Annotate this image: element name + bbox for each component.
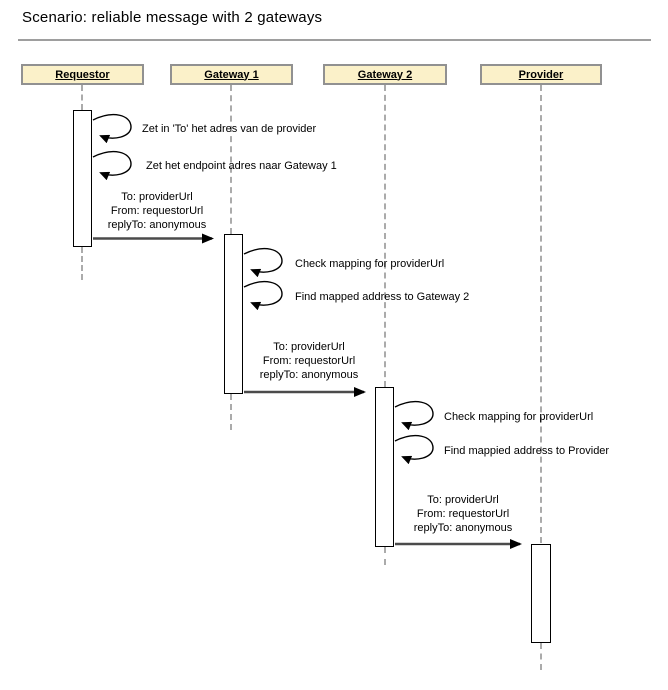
- message-2-line-to: To: providerUrl: [273, 341, 345, 353]
- self-message-label-1: Zet in 'To' het adres van de provider: [142, 123, 317, 135]
- message-1-line-replyto: replyTo: anonymous: [107, 219, 207, 231]
- self-message-label-4: Find mapped address to Gateway 2: [295, 291, 470, 303]
- actor-label-gateway-2: Gateway 2: [357, 68, 413, 81]
- lifeline-requestor-bottom: [81, 247, 83, 280]
- self-loop-gateway-2-2: [394, 434, 434, 465]
- message-label-2: To: providerUrl From: requestorUrl reply…: [243, 340, 375, 382]
- self-message-label-5: Check mapping for providerUrl: [444, 411, 594, 423]
- actor-label-gateway-1: Gateway 1: [204, 68, 259, 81]
- activation-requestor: [73, 110, 92, 247]
- lifeline-provider-bottom: [540, 643, 542, 670]
- self-loop-gateway-1-1: [243, 247, 283, 278]
- message-1-line-from: From: requestorUrl: [110, 205, 204, 217]
- message-3-line-from: From: requestorUrl: [416, 508, 510, 520]
- message-1-line-to: To: providerUrl: [121, 191, 193, 203]
- lifeline-requestor-top: [81, 85, 83, 110]
- self-message-label-6: Find mappied address to Provider: [444, 445, 610, 457]
- actor-box-provider: Provider: [480, 64, 602, 85]
- actor-label-provider: Provider: [518, 68, 564, 81]
- title-divider: [18, 39, 651, 41]
- lifeline-gateway-2-top: [384, 85, 386, 387]
- actor-box-gateway-1: Gateway 1: [170, 64, 293, 85]
- actor-label-requestor: Requestor: [55, 68, 110, 81]
- activation-provider: [531, 544, 551, 643]
- diagram-title: Scenario: reliable message with 2 gatewa…: [22, 9, 323, 26]
- self-loop-requestor-2: [92, 150, 132, 181]
- lifeline-gateway-1-top: [230, 85, 232, 234]
- self-message-label-2: Zet het endpoint adres naar Gateway 1: [146, 160, 337, 172]
- lifeline-gateway-1-bottom: [230, 394, 232, 430]
- lifeline-provider-top: [540, 85, 542, 543]
- self-loop-gateway-1-2: [243, 280, 283, 311]
- self-loop-requestor-1: [92, 113, 132, 144]
- activation-gateway-1: [224, 234, 243, 394]
- message-label-1: To: providerUrl From: requestorUrl reply…: [92, 190, 222, 232]
- activation-gateway-2: [375, 387, 394, 547]
- lifeline-gateway-2-bottom: [384, 547, 386, 565]
- message-2-line-from: From: requestorUrl: [262, 355, 356, 367]
- message-2-line-replyto: replyTo: anonymous: [259, 369, 359, 381]
- actor-box-requestor: Requestor: [21, 64, 144, 85]
- self-loop-gateway-2-1: [394, 400, 434, 431]
- actor-box-gateway-2: Gateway 2: [323, 64, 447, 85]
- self-message-label-3: Check mapping for providerUrl: [295, 258, 445, 270]
- message-3-line-to: To: providerUrl: [427, 494, 499, 506]
- message-label-3: To: providerUrl From: requestorUrl reply…: [396, 493, 530, 535]
- message-3-line-replyto: replyTo: anonymous: [413, 522, 513, 534]
